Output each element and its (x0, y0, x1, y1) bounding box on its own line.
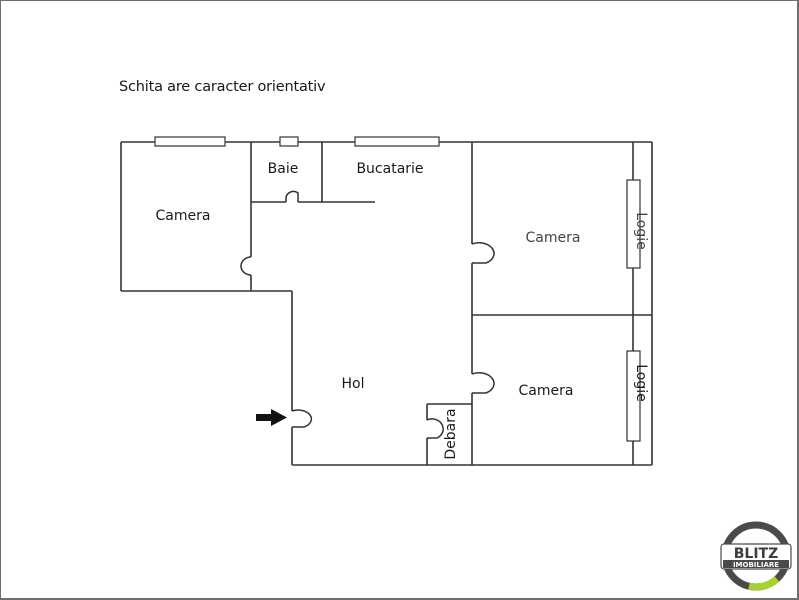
room-label-baie: Baie (268, 161, 299, 177)
door-camera-3 (471, 372, 495, 394)
door-baie (285, 190, 299, 202)
windows (154, 136, 641, 442)
room-label-logie-2: Logie (633, 364, 649, 402)
blitz-logo: BLITZ IMOBILIARE (720, 521, 792, 591)
door-camera-1 (240, 256, 252, 276)
room-label-camera-1: Camera (156, 208, 211, 224)
walls (120, 141, 653, 466)
door-camera-2 (471, 242, 495, 264)
doors (240, 190, 495, 439)
logo-bottom-text: IMOBILIARE (733, 561, 779, 569)
room-label-debara: Debara (443, 408, 459, 459)
logo-top-text: BLITZ (734, 546, 779, 562)
disclaimer-note: Schita are caracter orientativ (119, 79, 326, 95)
room-label-bucatarie: Bucatarie (356, 161, 423, 177)
room-label-camera-3: Camera (519, 383, 574, 399)
door-entrance (291, 409, 313, 428)
room-label-camera-2: Camera (526, 230, 581, 246)
room-label-logie-1: Logie (633, 212, 649, 250)
room-label-hol: Hol (342, 376, 365, 392)
door-debara (426, 418, 444, 439)
arrow-right-icon (256, 409, 287, 426)
